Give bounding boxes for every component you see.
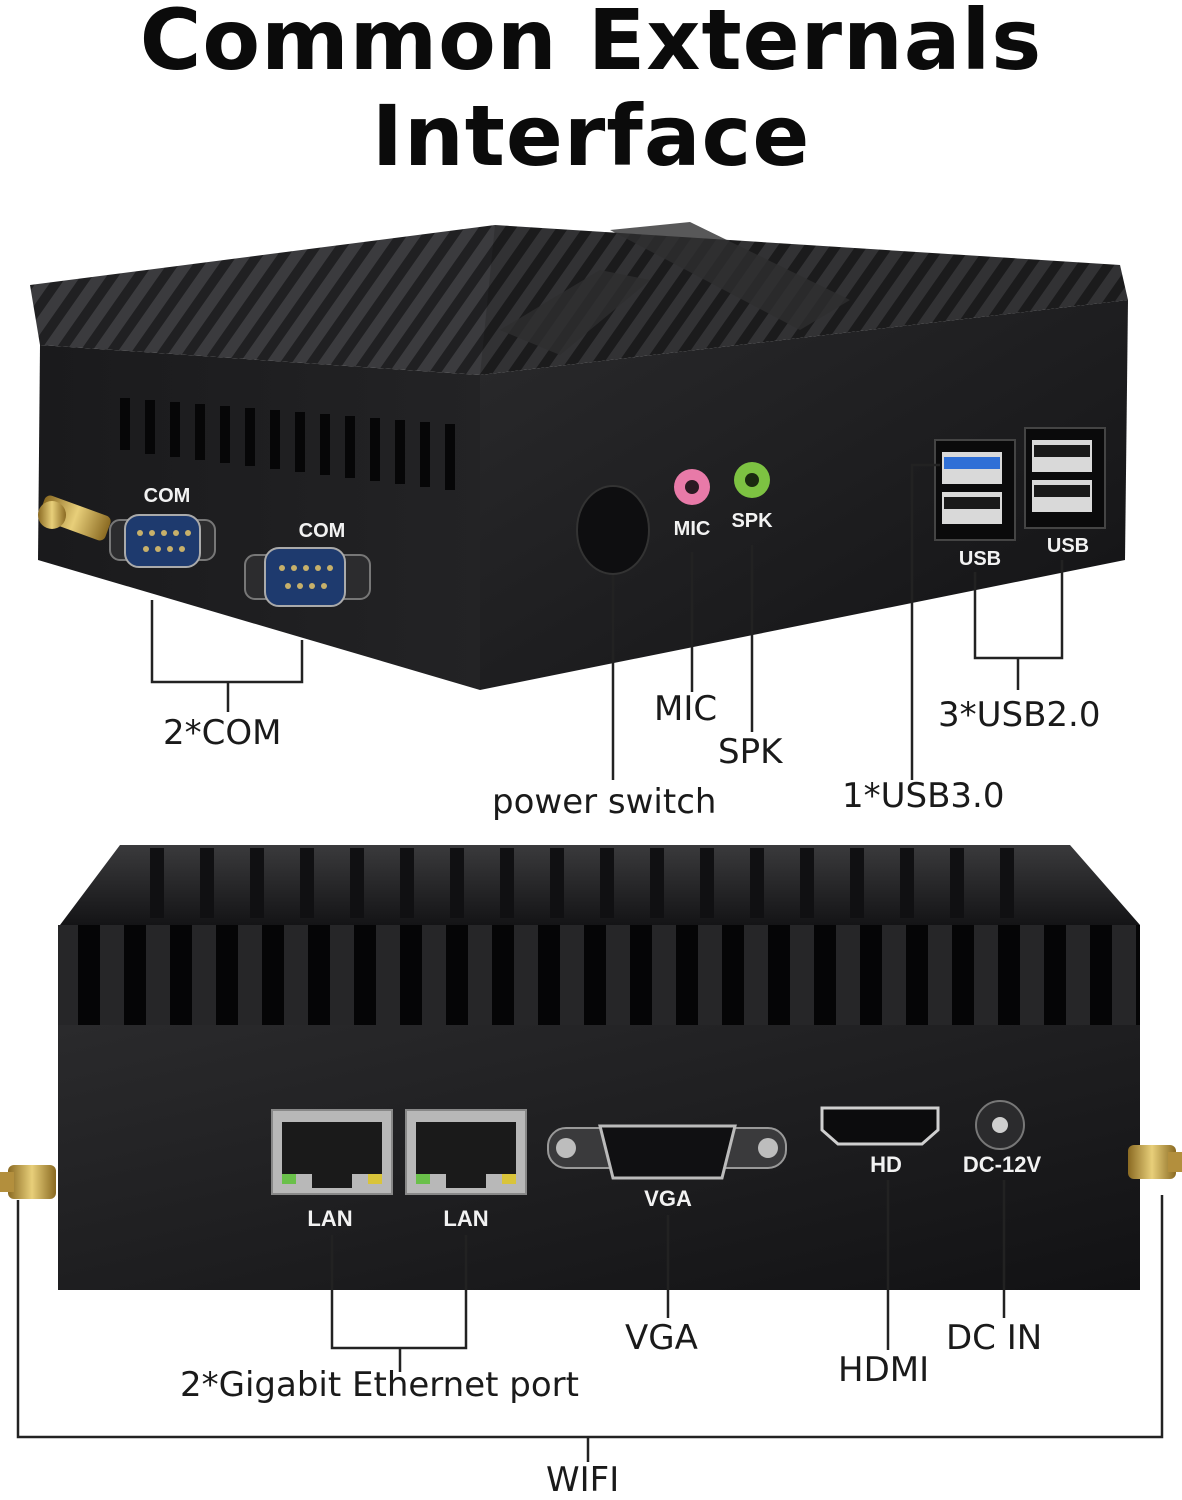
page-title-line1: Common Externals (139, 0, 1043, 89)
callout-hdmi: HDMI (838, 1350, 930, 1390)
antenna-connector-right (1128, 1145, 1182, 1179)
vent-slots (120, 398, 455, 490)
lan-left-label: LAN (307, 1206, 352, 1231)
bottom-heatsink (58, 925, 1140, 1025)
callout-mic: MIC (654, 689, 718, 729)
callout-vga: VGA (625, 1318, 698, 1358)
bottom-callout-lines (16, 1180, 1164, 1462)
usb-stack-right (1024, 427, 1106, 529)
antenna-connector-top (38, 495, 111, 541)
bottom-device: LAN LAN VGA HD DC-12V (0, 845, 1182, 1290)
lan-port-left (271, 1109, 393, 1195)
callout-com: 2*COM (163, 713, 282, 753)
callout-wifi: WIFI (546, 1460, 620, 1500)
usb-right-label: USB (1047, 535, 1089, 557)
vga-label: VGA (644, 1186, 692, 1211)
page-title-line2: Interface (371, 87, 811, 185)
front-face (480, 300, 1128, 690)
power-button[interactable] (576, 485, 650, 575)
vga-port (547, 1124, 787, 1180)
mic-port-label: MIC (674, 518, 711, 540)
lan-right-label: LAN (443, 1206, 488, 1231)
lan-port-right (405, 1109, 527, 1195)
com-port-left (109, 514, 216, 568)
hd-label: HD (870, 1152, 902, 1177)
callout-ethernet: 2*Gigabit Ethernet port (180, 1365, 579, 1405)
callout-dc-in: DC IN (946, 1318, 1043, 1358)
hdmi-port (820, 1106, 940, 1146)
callout-power-switch: power switch (492, 782, 717, 822)
mic-jack (674, 469, 710, 505)
callout-usb3: 1*USB3.0 (842, 776, 1005, 816)
com-port-right (244, 547, 371, 607)
spk-port-label: SPK (731, 510, 773, 532)
antenna-connector-left (0, 1165, 56, 1199)
spk-jack (734, 462, 770, 498)
callout-usb2: 3*USB2.0 (938, 695, 1101, 735)
usb-stack-left (934, 439, 1016, 541)
top-callout-lines (150, 463, 1064, 780)
callout-spk: SPK (718, 732, 783, 772)
dc-jack (975, 1100, 1025, 1150)
top-device: COM COM MIC SPK USB USB (30, 222, 1128, 690)
com-right-label: COM (299, 520, 346, 542)
com-left-label: COM (144, 485, 191, 507)
dc-label: DC-12V (963, 1152, 1042, 1177)
usb-left-label: USB (959, 548, 1001, 570)
